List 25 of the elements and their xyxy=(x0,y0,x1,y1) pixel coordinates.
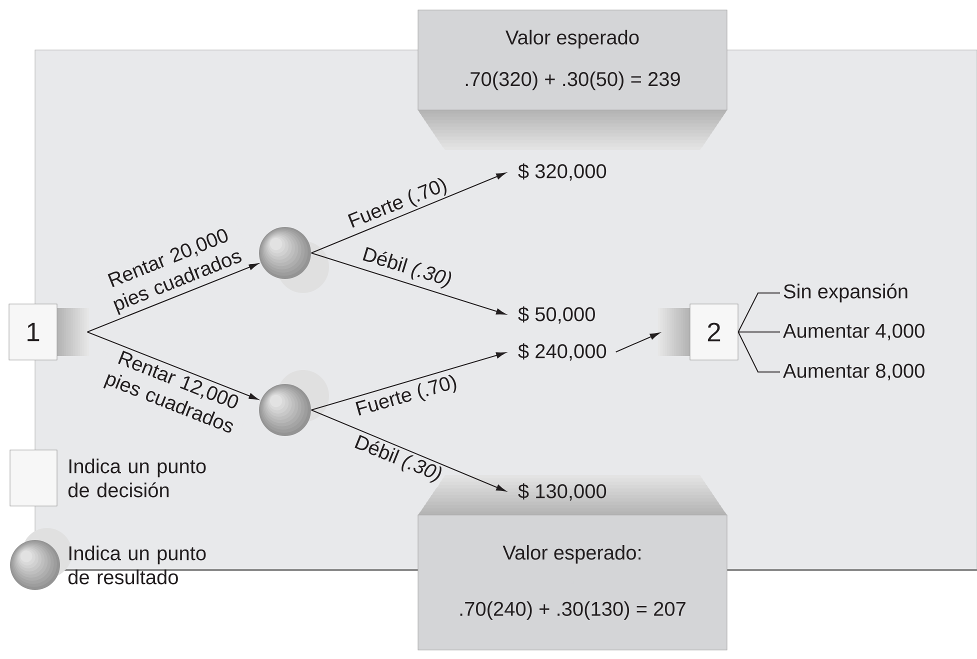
option-label: Sin expansión xyxy=(784,284,908,302)
legend-text: Indica un punto de decisión xyxy=(68,458,206,498)
arrow xyxy=(87,263,258,332)
arrow xyxy=(311,172,506,254)
payoff-value: $ 50,000 xyxy=(518,306,595,324)
arrow xyxy=(87,332,258,400)
decision-box: 2 xyxy=(658,304,738,360)
arrow xyxy=(616,332,660,352)
payoff-value: $ 130,000 xyxy=(518,483,606,501)
chance-circle xyxy=(259,370,329,436)
payoff-value: $ 240,000 xyxy=(518,343,606,361)
option-label: Aumentar 8,000 xyxy=(782,364,924,380)
expected-value-box: Valor esperado .70(320) + .30(50) = 239 xyxy=(418,10,728,150)
decision-box: 1 xyxy=(8,304,89,360)
edge-label: Fuerte (.70) xyxy=(352,372,462,422)
arrow xyxy=(311,252,506,315)
edge-label: Fuerte (.70) xyxy=(344,174,452,234)
edge-label: Débil (.30) xyxy=(350,432,446,488)
payoff-value: $ 320,000 xyxy=(518,163,606,181)
chance-circle xyxy=(259,227,329,293)
arrow xyxy=(311,352,506,410)
arrow xyxy=(311,410,506,492)
option-label: Aumentar 4,000 xyxy=(782,324,924,340)
edge-label: Débil (.30) xyxy=(358,244,456,292)
legend-text: Indica un punto de resultado xyxy=(68,546,206,584)
